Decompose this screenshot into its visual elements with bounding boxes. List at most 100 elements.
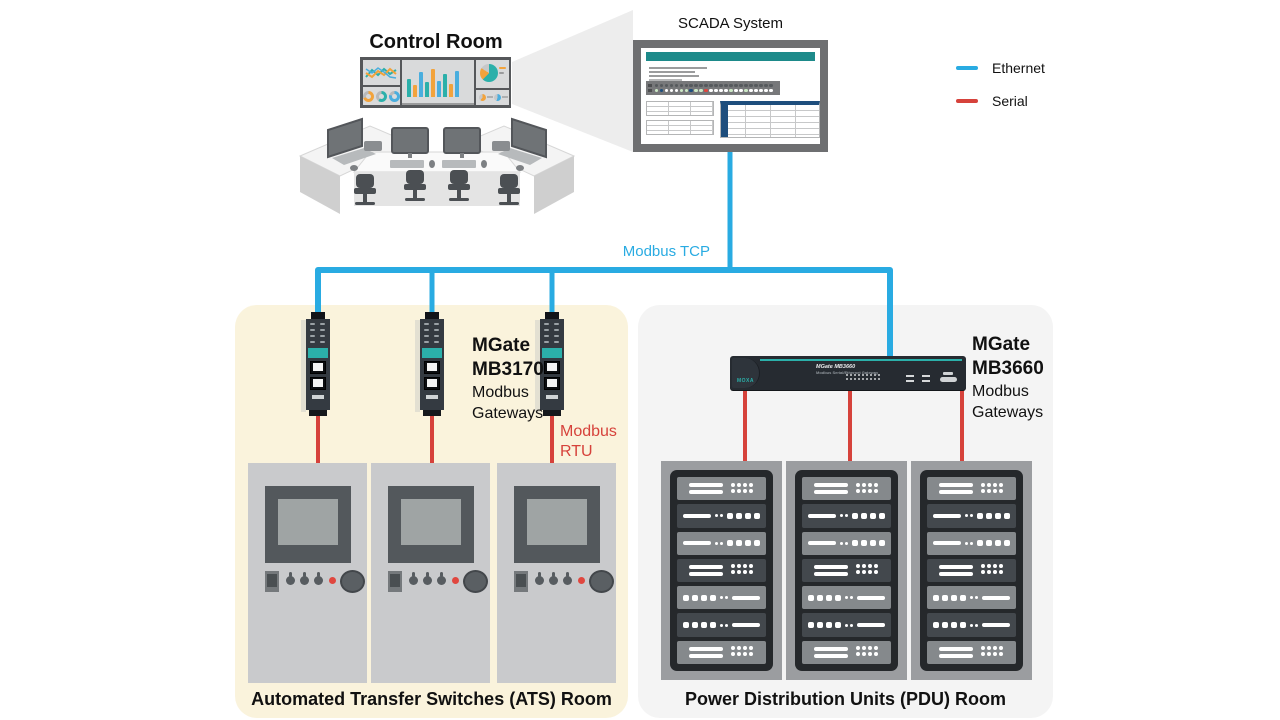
led-icon: [862, 374, 864, 376]
gauges-cell: [363, 87, 400, 105]
device-body: [420, 319, 444, 410]
mb3660-desc-line1: Modbus: [972, 383, 1029, 400]
ats-cabinet: [371, 463, 490, 683]
mb3170-desc-line1: Modbus: [472, 384, 529, 401]
unit-big-dots: [852, 540, 885, 547]
led-icon: [694, 88, 698, 93]
scada-table-large: [720, 101, 820, 138]
unit-small-dots: [845, 623, 853, 627]
rack-units: [677, 477, 766, 664]
device-bottom-connector: [543, 410, 561, 416]
decor: [938, 646, 973, 651]
unit-big-dots: [808, 594, 841, 601]
led-icon: [684, 83, 688, 88]
led-icon: [739, 88, 743, 93]
led-dash-icon: [544, 323, 549, 325]
pie-chart-icon: [480, 64, 498, 82]
unit-big-dots: [852, 512, 885, 519]
led-dash-icon: [554, 323, 559, 325]
server-unit: [802, 558, 891, 583]
device-top-connector: [425, 312, 439, 319]
server-unit: [677, 586, 766, 610]
decor: [938, 490, 973, 495]
ats-room-label: Automated Transfer Switches (ATS) Room: [251, 689, 612, 709]
led-icon: [669, 83, 673, 88]
cabinet-dial-knob: [589, 570, 614, 593]
mgate-mb3170-label: MGate MB3170 Modbus Gateways: [472, 334, 544, 424]
unit-lines: [688, 483, 723, 495]
led-icon: [694, 83, 698, 88]
decor: [688, 490, 723, 495]
control-room-desks: [298, 117, 576, 214]
scada-text-line: [649, 75, 699, 77]
bar-chart-icon: [402, 60, 474, 105]
ethernet-bus: [315, 267, 893, 358]
unit-lines: [813, 646, 848, 658]
device-print: MGate MB3660 Modbus Serial/Ethernet Gate…: [816, 364, 878, 376]
device-led-panel: [424, 323, 440, 344]
device-bottom-connector: [423, 410, 441, 416]
device-led-panel: [310, 323, 326, 344]
unit-big-dots: [727, 512, 760, 519]
cabinet-red-indicator: [452, 577, 459, 584]
led-dash-icon: [424, 329, 429, 331]
cabinet-screen-panel: [265, 486, 351, 563]
led-icon: [689, 88, 693, 93]
pie-chart-cell: [476, 60, 509, 88]
decor: [813, 646, 848, 651]
led-dash-icon: [310, 323, 315, 325]
led-icon: [714, 88, 718, 93]
decor: [688, 483, 723, 488]
server-unit: [927, 531, 1016, 555]
led-icon: [850, 378, 852, 380]
ethernet-port-icon: [310, 377, 326, 390]
mini-pie-icon: [494, 94, 501, 101]
cabinet-toggle-icon: [549, 572, 558, 585]
device-port-icon: [906, 375, 914, 382]
led-dash-icon: [424, 335, 429, 337]
device-teal-band: [542, 348, 562, 358]
device-left-cap: MOXA: [732, 358, 760, 388]
led-row-bottom: [648, 88, 778, 93]
mgate-mb3660-device: MOXA MGate MB3660 Modbus Serial/Ethernet…: [730, 356, 966, 390]
led-icon: [754, 83, 758, 88]
server-unit: [927, 586, 1016, 610]
device-teal-band: [422, 348, 442, 358]
legend-ethernet: Ethernet: [956, 60, 1045, 76]
scada-table-small: [646, 101, 714, 116]
unit-lines: [813, 564, 848, 576]
pdu-room-label: Power Distribution Units (PDU) Room: [685, 689, 1006, 709]
led-icon: [709, 83, 713, 88]
led-icon: [709, 88, 713, 93]
server-unit: [802, 531, 891, 555]
decor: [813, 564, 848, 569]
unit-line: [857, 623, 885, 628]
led-block-icon: [648, 83, 652, 87]
led-dash-icon: [434, 335, 439, 337]
led-icon: [679, 83, 683, 88]
device-button-icon: [940, 372, 957, 382]
led-icon: [862, 378, 864, 380]
cabinet-toggle-icon: [535, 572, 544, 585]
unit-big-dots: [933, 594, 966, 601]
ats-cabinet: [248, 463, 367, 683]
led-icon: [846, 378, 848, 380]
decor: [813, 483, 848, 488]
pdu-rack: [661, 461, 782, 680]
cabinet-toggle-icon: [563, 572, 572, 585]
led-dash-icon: [544, 335, 549, 337]
scada-led-strip: [646, 81, 780, 95]
decor: [688, 653, 723, 658]
led-icon: [659, 83, 663, 88]
unit-lines: [938, 564, 973, 576]
device-led-grid: [846, 374, 882, 382]
unit-dot-grid: [980, 482, 1005, 495]
decor: [688, 564, 723, 569]
decor: [813, 571, 848, 576]
unit-dot-grid: [980, 646, 1005, 658]
led-icon: [669, 88, 673, 93]
cabinet-switch: [514, 571, 528, 592]
device-teal-line: [760, 359, 962, 361]
device-body: [540, 319, 564, 410]
